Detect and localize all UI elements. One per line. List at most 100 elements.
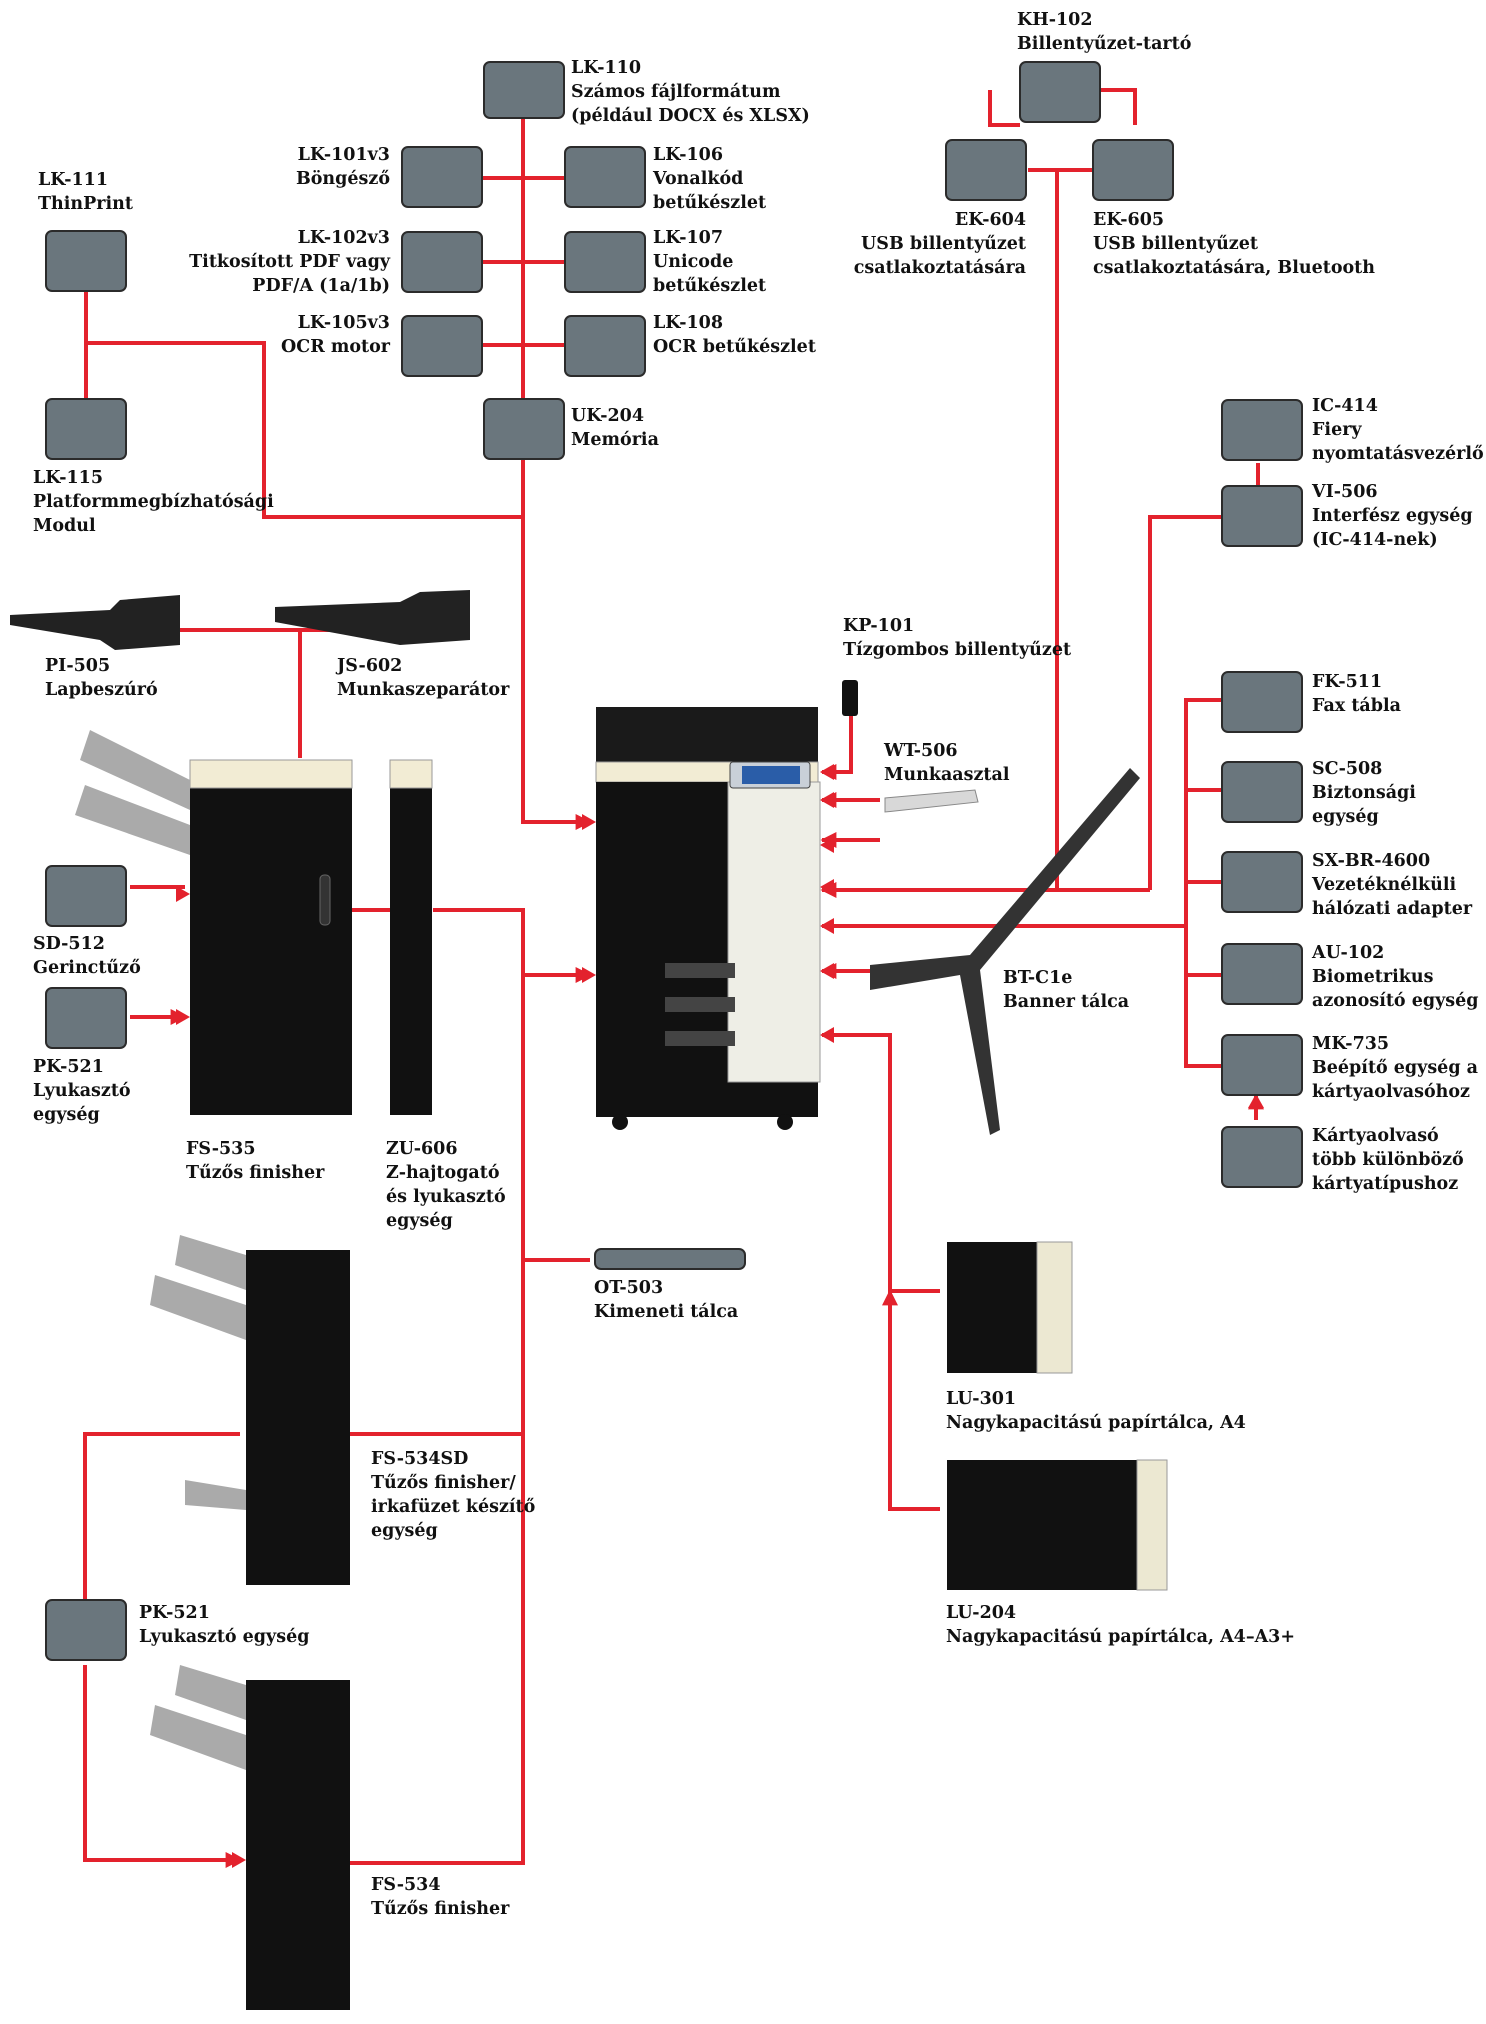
fs534-body (246, 1680, 350, 2010)
arrow-card (1248, 1094, 1264, 1108)
arrow-fs534 (232, 1852, 246, 1868)
arrow-fax (820, 918, 834, 934)
js602-tray (275, 590, 470, 645)
mfp-wheel-1 (612, 1114, 628, 1130)
fs535-handle (319, 874, 331, 926)
fs534sd-body (246, 1250, 350, 1585)
arrow-kp101 (820, 764, 834, 780)
zu606-body (390, 760, 432, 1115)
module-sxbr (1221, 851, 1303, 913)
arrow-pk521 (176, 1009, 190, 1025)
arrow-sd512 (176, 886, 190, 902)
connector-vi506 (1148, 463, 1260, 890)
connector-lu (822, 1033, 940, 1511)
module-mk735 (1221, 1034, 1303, 1096)
module-lk105 (401, 315, 483, 377)
module-ot503 (594, 1248, 746, 1270)
module-pk521b (45, 1599, 127, 1661)
module-vi506 (1221, 485, 1303, 547)
connector-main-down (350, 910, 590, 1865)
lu204-body (947, 1460, 1137, 1590)
mfp-screen (742, 766, 800, 784)
connector-fax-column (822, 698, 1222, 1068)
module-au102 (1221, 943, 1303, 1005)
wt506-table (884, 789, 979, 813)
module-pk521a (45, 987, 127, 1049)
lu204-side (1136, 1459, 1168, 1591)
arrow-wt506 (820, 792, 834, 808)
module-ek605 (1092, 139, 1174, 201)
module-kh102 (1019, 61, 1101, 123)
fs534-trays (150, 1665, 246, 1770)
connector-pk521b (83, 1432, 240, 1860)
mfp-drawer-2 (665, 997, 735, 1012)
pi505-tray (10, 595, 180, 650)
mfp-adf (596, 707, 818, 762)
module-uk204 (483, 398, 565, 460)
connector-keyboard (822, 88, 1137, 890)
module-lk108 (564, 315, 646, 377)
module-ek604 (945, 139, 1027, 201)
mfp-wheel-2 (777, 1114, 793, 1130)
lu301-side (1036, 1241, 1073, 1374)
fs535-trays (75, 730, 190, 855)
module-lk107 (564, 231, 646, 293)
module-lk115 (45, 398, 127, 460)
module-card-reader (1221, 1126, 1303, 1188)
arrow-vi506 (820, 879, 834, 895)
module-lk106 (564, 146, 646, 208)
connector-lk111-115 (84, 292, 523, 519)
arrow-keyboard (820, 837, 834, 853)
kp101-keypad (842, 680, 858, 716)
module-fk511 (1221, 671, 1303, 733)
arrow-banner (820, 963, 834, 979)
lu301-body (947, 1242, 1037, 1373)
connector-kp101 (820, 716, 853, 780)
connector-sd-pk (130, 885, 185, 1017)
arrow-main-finisher (582, 967, 596, 983)
arrow-lu (820, 1027, 834, 1043)
connector-finisher (350, 908, 590, 975)
connector-lk-trunk (521, 90, 592, 830)
mfp-main-unit (595, 707, 821, 1130)
mfp-right-panel (727, 781, 821, 1083)
banner-tray (870, 768, 1140, 1135)
module-sc508 (1221, 761, 1303, 823)
module-lk102 (401, 231, 483, 293)
module-boxes (45, 61, 1303, 1661)
